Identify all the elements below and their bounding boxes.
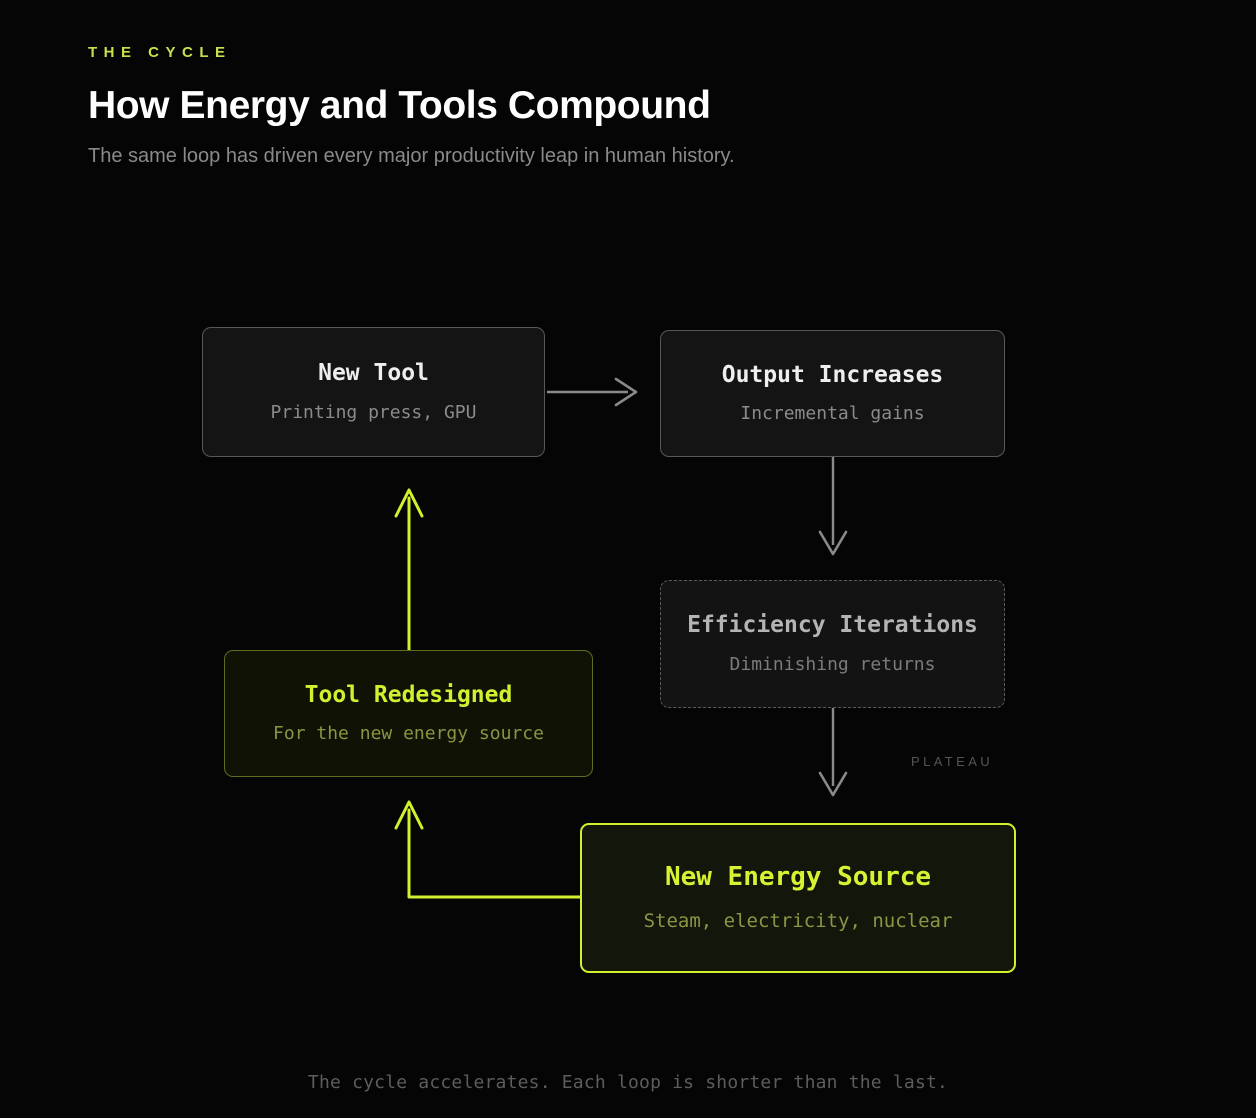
node-output-increases-title: Output Increases bbox=[721, 361, 944, 388]
node-efficiency-iterations-subtitle: Diminishing returns bbox=[729, 653, 936, 675]
page-subtitle: The same loop has driven every major pro… bbox=[88, 144, 735, 167]
eyebrow-label: THE CYCLE bbox=[88, 44, 232, 61]
page-header: THE CYCLE How Energy and Tools Compound … bbox=[88, 45, 1088, 169]
footer-caption: The cycle accelerates. Each loop is shor… bbox=[307, 1072, 949, 1093]
node-efficiency-iterations[interactable]: Efficiency Iterations Diminishing return… bbox=[660, 580, 1005, 708]
node-new-tool[interactable]: New Tool Printing press, GPU bbox=[202, 327, 545, 457]
node-output-increases[interactable]: Output Increases Incremental gains bbox=[660, 330, 1005, 457]
node-new-energy-source-subtitle: Steam, electricity, nuclear bbox=[643, 910, 953, 933]
node-tool-redesigned[interactable]: Tool Redesigned For the new energy sourc… bbox=[224, 650, 593, 777]
page-title: How Energy and Tools Compound bbox=[88, 84, 711, 127]
edge-efficiency-to-energy bbox=[818, 708, 848, 797]
node-output-increases-subtitle: Incremental gains bbox=[740, 403, 925, 425]
node-new-energy-source-title: New Energy Source bbox=[664, 862, 932, 893]
node-new-tool-subtitle: Printing press, GPU bbox=[270, 401, 477, 423]
node-efficiency-iterations-title: Efficiency Iterations bbox=[687, 612, 978, 639]
edge-energy-to-redesigned bbox=[394, 800, 582, 899]
edge-tool-to-output bbox=[547, 377, 638, 407]
node-new-energy-source[interactable]: New Energy Source Steam, electricity, nu… bbox=[580, 823, 1016, 973]
edge-output-to-efficiency bbox=[818, 457, 848, 556]
node-new-tool-title: New Tool bbox=[318, 360, 429, 387]
edge-redesigned-to-tool bbox=[394, 488, 424, 653]
diagram-canvas: New Tool Printing press, GPU Output Incr… bbox=[202, 327, 1016, 973]
node-tool-redesigned-subtitle: For the new energy source bbox=[273, 723, 544, 745]
node-tool-redesigned-title: Tool Redesigned bbox=[304, 681, 513, 708]
annotation-plateau: PLATEAU bbox=[911, 754, 994, 769]
